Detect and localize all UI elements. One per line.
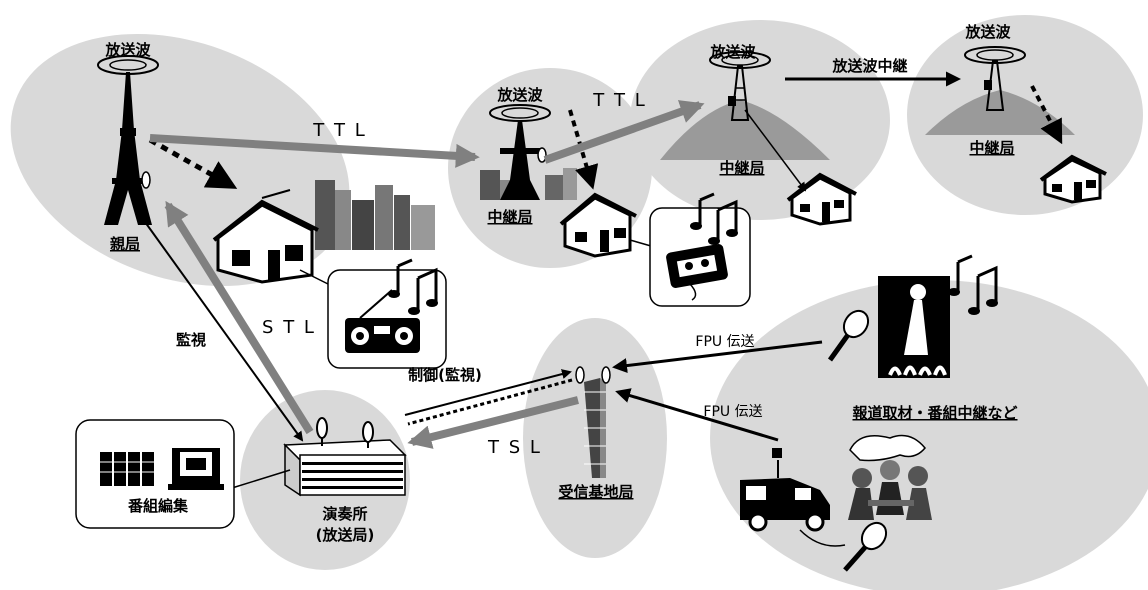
label-wave-relay2: 放送波	[709, 43, 756, 61]
stl-arrow	[164, 200, 314, 435]
house-icon	[212, 199, 319, 284]
label-tsl: T S L	[487, 437, 542, 458]
label-parent-station: 親局	[110, 235, 140, 253]
label-reporting: 報道取材・番組中継など	[852, 404, 1017, 422]
relay-tower-3-icon	[925, 46, 1075, 135]
interview-group-icon	[848, 434, 932, 520]
receiving-base-tower-icon	[575, 366, 611, 478]
label-stl: S T L	[262, 317, 316, 338]
house-icon	[786, 172, 857, 226]
label-program-editing: 番組編集	[127, 497, 189, 515]
label-monitor: 監視	[176, 331, 206, 349]
music-note-icon	[690, 192, 738, 245]
label-wave-parent: 放送波	[104, 41, 151, 59]
label-wave-relay1: 放送波	[496, 86, 543, 104]
label-studio-line2: (放送局)	[316, 526, 375, 544]
label-fpu-2: FPU 伝送	[703, 404, 762, 420]
tsl-arrow	[407, 396, 579, 449]
editing-callout	[75, 419, 291, 529]
radio-callout	[299, 258, 447, 369]
broadcast-van-icon	[740, 448, 846, 547]
wave-dotted-arrow	[568, 109, 599, 190]
label-relay-station-2: 中継局	[719, 159, 764, 177]
cassette-player-icon	[666, 244, 728, 301]
label-ttl-1: T T L	[312, 120, 366, 141]
editing-console-icon	[168, 448, 224, 490]
wave-line-arrow	[744, 109, 807, 192]
monitor-arrow	[139, 214, 304, 442]
control-arrow	[404, 369, 572, 416]
fpu-arrow-2	[615, 388, 779, 442]
region-parent-station	[10, 33, 350, 287]
city-buildings-icon	[261, 180, 435, 250]
label-wave-relay-link: 放送波中継	[831, 57, 907, 75]
fpu-arrow-1	[612, 340, 823, 374]
music-note-icon	[948, 254, 998, 315]
radio-icon	[345, 289, 420, 353]
ttl-arrow-1	[149, 134, 480, 168]
cassette-callout	[629, 192, 751, 307]
label-wave-relay3: 放送波	[964, 23, 1011, 41]
stage-performance-icon	[878, 276, 950, 378]
server-racks-icon	[100, 452, 154, 486]
ttl-arrow-2	[543, 100, 705, 164]
relay-tower-1-icon	[480, 104, 577, 200]
label-ttl-2: T T L	[592, 90, 646, 111]
house-icon	[1039, 154, 1107, 204]
parent-tower-icon	[97, 55, 159, 225]
label-relay-station-3: 中継局	[969, 139, 1014, 157]
label-fpu-1: FPU 伝送	[695, 334, 754, 350]
label-control-monitor: 制御(監視)	[408, 366, 482, 384]
microphone-icon	[827, 309, 870, 362]
music-note-icon	[388, 258, 438, 315]
studio-building-icon	[283, 417, 407, 497]
relay-tower-2-icon	[660, 51, 830, 160]
wave-dotted-arrow	[148, 137, 238, 189]
house-icon	[559, 192, 637, 258]
label-relay-station-1: 中継局	[487, 208, 532, 226]
control-return-dotted	[407, 378, 573, 426]
label-studio-line1: 演奏所	[322, 505, 367, 523]
label-receiving-base: 受信基地局	[558, 483, 633, 501]
microphone-icon	[843, 521, 888, 572]
